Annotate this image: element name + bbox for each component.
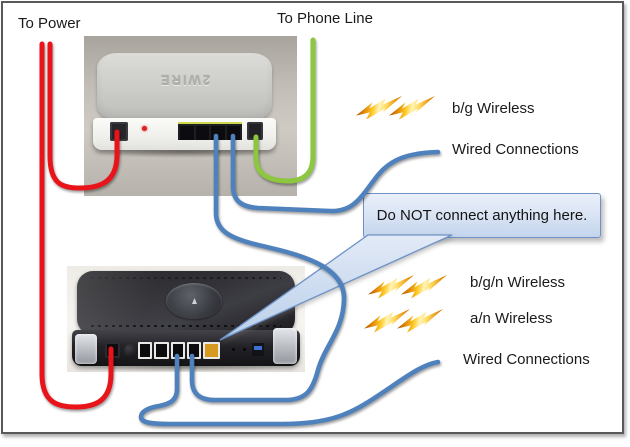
legend-wired-top: Wired Connections xyxy=(452,141,579,158)
ethernet-port xyxy=(154,342,169,359)
legend-wired-bottom: Wired Connections xyxy=(463,351,590,368)
modem-photo: 2WIRE xyxy=(84,36,297,196)
callout-text: Do NOT connect anything here. xyxy=(376,207,588,224)
reset-hole xyxy=(243,348,246,351)
router-foot xyxy=(273,328,297,364)
phone-line-cable xyxy=(253,37,316,184)
lightning-bolt-icon xyxy=(364,309,446,339)
legend-bg-wireless: b/g Wireless xyxy=(452,100,535,117)
modem-rear-panel xyxy=(93,118,276,150)
ethernet-cable-modem-router xyxy=(189,133,347,403)
ethernet-port xyxy=(180,126,194,140)
modem-status-led xyxy=(142,126,147,131)
callout-pointer xyxy=(219,234,453,341)
router-top-surface xyxy=(77,271,295,335)
router-usb-port xyxy=(252,343,264,356)
callout-box: Do NOT connect anything here. xyxy=(363,193,601,238)
router-button xyxy=(124,344,137,357)
lightning-bolt-icon xyxy=(356,96,438,126)
bolt-glyph xyxy=(368,275,414,299)
power-cable-router xyxy=(39,41,114,410)
to-power-label: To Power xyxy=(18,15,81,32)
legend-bgn-wireless: b/g/n Wireless xyxy=(470,274,566,291)
bolt-glyph xyxy=(364,309,410,333)
modem-ethernet-ports xyxy=(178,122,242,140)
ethernet-port xyxy=(195,126,209,140)
power-cable-modem xyxy=(47,41,120,191)
router-wan-port xyxy=(203,342,220,359)
to-phone-line-label: To Phone Line xyxy=(277,10,373,27)
ethernet-port xyxy=(138,342,153,359)
router-foot xyxy=(75,334,97,364)
lightning-bolt-icon xyxy=(368,275,450,305)
reset-hole xyxy=(232,348,235,351)
legend-an-wireless: a/n Wireless xyxy=(470,310,553,327)
bolt-glyph xyxy=(356,96,402,120)
ethernet-cable-modem-wired xyxy=(230,133,441,214)
ethernet-cable-router-wired xyxy=(138,353,441,427)
modem-phone-port xyxy=(247,122,263,140)
ethernet-port xyxy=(226,126,240,140)
modem-top-surface: 2WIRE xyxy=(97,53,272,120)
router-photo xyxy=(67,266,305,372)
